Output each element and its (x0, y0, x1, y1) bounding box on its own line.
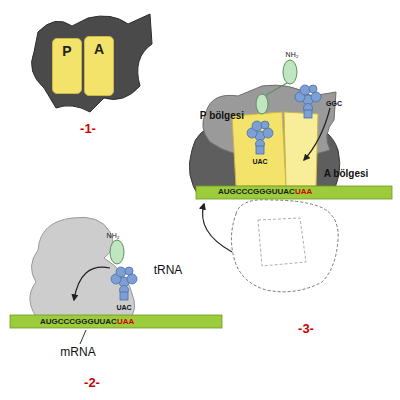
site-letter: P (53, 39, 81, 59)
movement-arrow (304, 108, 330, 160)
panel-number: -2- (84, 376, 100, 389)
site-letter: A (85, 37, 113, 57)
site-name: A bölgesi (324, 169, 369, 179)
panel-number: -3- (298, 322, 314, 335)
anticodon: GGC (326, 100, 342, 107)
peptide-bond (266, 83, 287, 95)
amino-group: NH₂ (107, 232, 120, 239)
mrna-strand (196, 186, 392, 199)
binding-arrow (74, 267, 110, 300)
anticodon: UAC (116, 304, 131, 311)
amino-acid (256, 94, 268, 114)
stop-codon: UAA (117, 318, 134, 326)
site-name: P bölgesi (200, 111, 244, 121)
ribosome-site: P (52, 38, 82, 94)
panel-number: -1- (80, 122, 96, 135)
trna-symbol (247, 121, 273, 154)
ribosome-site: A (84, 36, 114, 96)
amino-acid (283, 60, 297, 84)
ribosome (32, 14, 152, 112)
amino-acid (110, 240, 124, 264)
codon-sequence: AUGCCCGGGUUAC (218, 188, 295, 196)
part-name: mRNA (60, 346, 95, 358)
part-name: tRNA (154, 264, 183, 276)
trna-symbol (111, 267, 137, 300)
amino-group: NH₂ (286, 51, 299, 58)
ribosome-dashed-outline (258, 218, 306, 266)
ribosome-dashed-outline (231, 200, 338, 292)
ribosome-sites (232, 112, 286, 186)
codon-sequence: AUGCCCGGGUUAC (40, 318, 117, 326)
trna-symbol (295, 85, 321, 118)
movement-arrow (203, 204, 232, 252)
mrna-strand (10, 315, 222, 328)
leader-line (80, 330, 86, 344)
anticodon: UAC (252, 158, 267, 165)
stop-codon: UAA (295, 188, 312, 196)
